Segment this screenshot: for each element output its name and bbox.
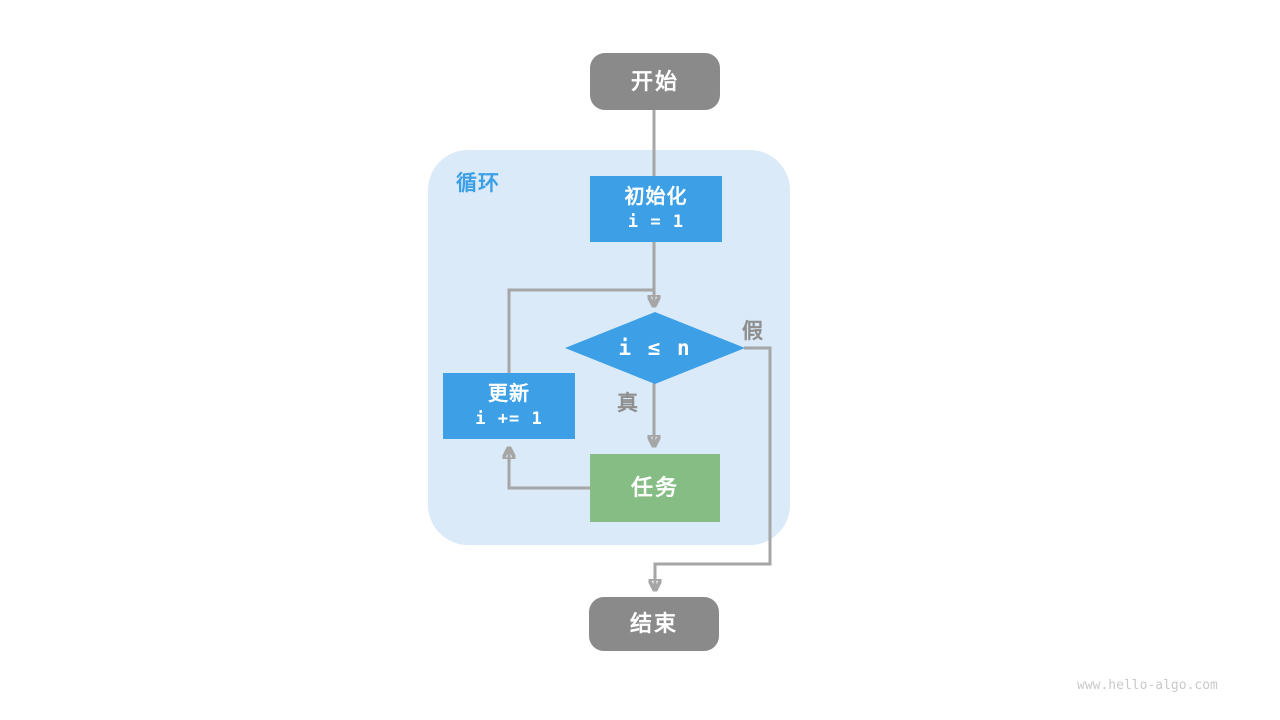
end-node-label: 结束	[629, 611, 678, 637]
task-node-label: 任务	[630, 475, 679, 501]
start-node: 开始	[590, 53, 720, 110]
init-node-code: i = 1	[627, 211, 685, 232]
edge-label-false: 假	[742, 320, 763, 343]
update-node-title: 更新	[488, 382, 530, 405]
end-node: 结束	[589, 597, 719, 651]
init-node-title: 初始化	[624, 185, 688, 208]
task-node: 任务	[590, 454, 720, 522]
loop-group-label: 循环	[456, 172, 500, 195]
update-node: 更新 i += 1	[443, 373, 575, 439]
start-node-label: 开始	[630, 68, 679, 94]
condition-node-label: i ≤ n	[618, 336, 692, 360]
init-node: 初始化 i = 1	[590, 176, 722, 242]
watermark-text: www.hello-algo.com	[1077, 678, 1218, 693]
edge-label-true: 真	[617, 392, 638, 415]
update-node-code: i += 1	[475, 408, 543, 429]
